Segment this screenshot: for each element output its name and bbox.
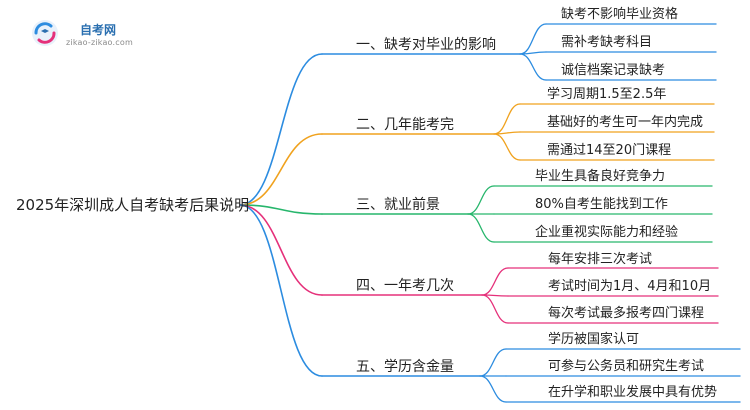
- root-topic: 2025年深圳成人自考缺考后果说明: [16, 196, 250, 214]
- branch-3-leaf-1: 毕业生具备良好竞争力: [535, 169, 666, 184]
- branch-1-leaf-1: 缺考不影响毕业资格: [561, 7, 679, 22]
- branch-4-link: [239, 204, 323, 296]
- branch-5-label: 五、学历含金量: [356, 359, 454, 375]
- branch-3-link: [239, 204, 323, 215]
- branch-1-link: [239, 53, 323, 206]
- branch-2-leaf-3: 需通过14至20门课程: [547, 143, 672, 158]
- branch-5-link: [239, 204, 323, 377]
- branch-3-leaf-3-link: [467, 213, 495, 243]
- branch-1-label: 一、缺考对毕业的影响: [356, 37, 496, 53]
- branch-3-label: 三、就业前景: [356, 197, 440, 213]
- branch-2-label: 二、几年能考完: [356, 117, 454, 133]
- branch-5-leaf-1-link: [479, 348, 507, 377]
- branch-4-leaf-1-link: [481, 267, 509, 296]
- branch-3-leaf-1-link: [467, 185, 495, 215]
- branch-4-leaf-3-link: [481, 294, 509, 324]
- graduation-cap-icon: [32, 20, 58, 46]
- branch-5-leaf-3: 在升学和职业发展中具有优势: [548, 385, 718, 400]
- branch-4-leaf-1: 每年安排三次考试: [548, 252, 653, 267]
- branch-2-leaf-1-link: [493, 103, 521, 135]
- branch-5-leaf-3-link: [479, 375, 507, 403]
- branch-2-leaf-3-link: [493, 133, 521, 161]
- branch-2-leaf-2: 基础好的考生可一年内完成: [547, 115, 704, 130]
- branch-3-leaf-3: 企业重视实际能力和经验: [535, 225, 679, 240]
- branch-5-leaf-1: 学历被国家认可: [548, 332, 640, 347]
- branch-4-leaf-2: 考试时间为1月、4月和10月: [548, 279, 712, 294]
- branch-5-leaf-2: 可参与公务员和研究生考试: [548, 359, 705, 374]
- logo-name: 自考网: [80, 23, 117, 37]
- branch-3-leaf-2: 80%自考生能找到工作: [535, 197, 668, 212]
- logo-url: zikao-zikao.com: [66, 38, 133, 47]
- branch-4-label: 四、一年考几次: [356, 278, 454, 294]
- branch-4-leaf-3: 每次考试最多报考四门课程: [548, 306, 705, 321]
- site-logo[interactable]: 自考网 zikao-zikao.com: [30, 16, 140, 52]
- branch-1-leaf-2: 需补考缺考科目: [561, 35, 653, 50]
- branch-2-link: [239, 133, 323, 206]
- branch-1-leaf-3-link: [519, 53, 547, 81]
- branch-2-leaf-1: 学习周期1.5至2.5年: [547, 87, 667, 102]
- branch-1-leaf-3: 诚信档案记录缺考: [561, 63, 666, 78]
- branch-1-leaf-1-link: [519, 23, 547, 55]
